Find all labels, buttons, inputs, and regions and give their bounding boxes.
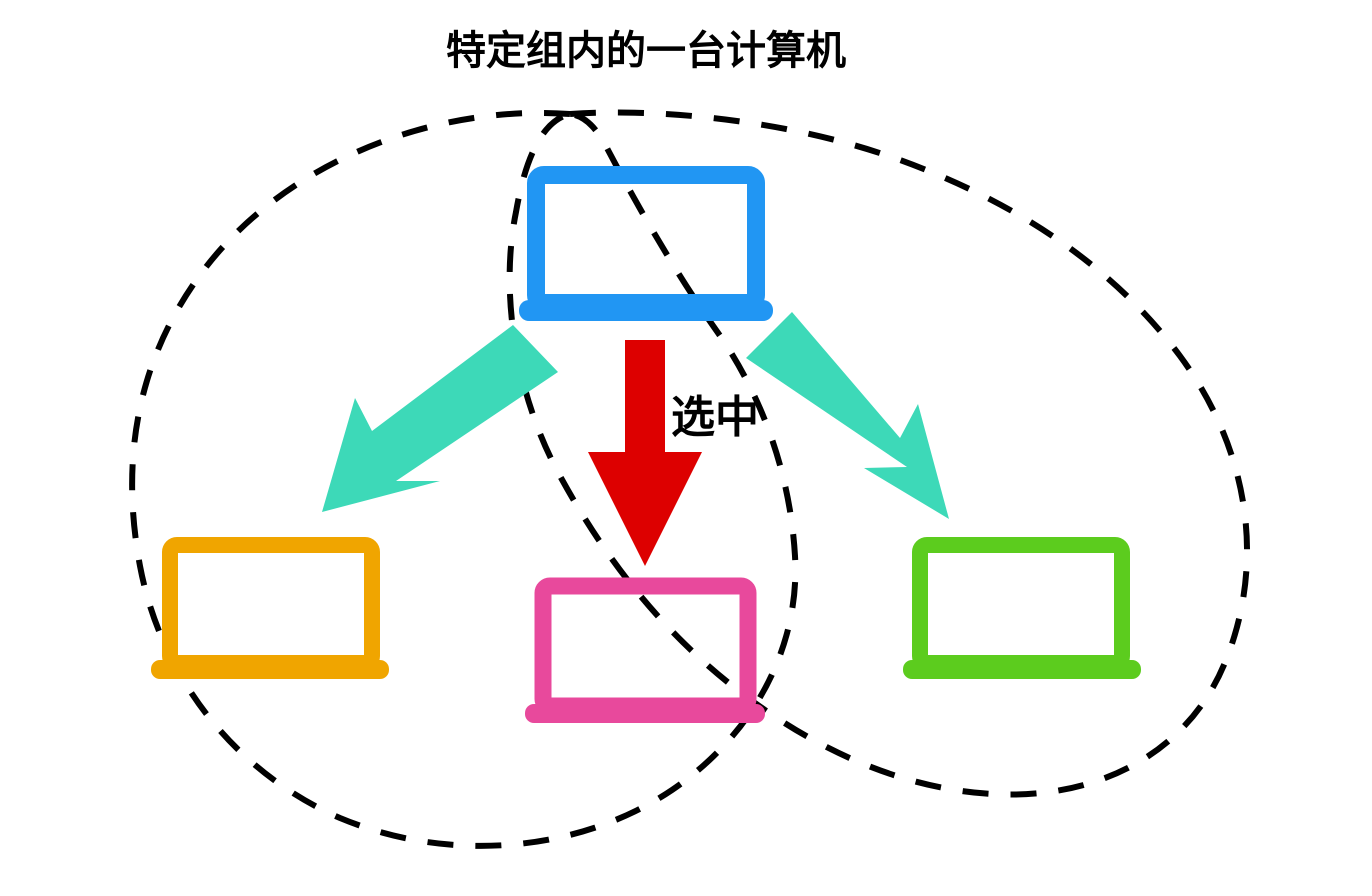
green-laptop-base (903, 660, 1141, 679)
blue-laptop-screen (527, 166, 765, 312)
selected-label: 选中 (671, 392, 759, 443)
blue-laptop[interactable] (519, 166, 773, 321)
orange-laptop-base (151, 660, 389, 679)
pink-laptop-base (525, 704, 765, 723)
group-outline-left (129, 110, 799, 849)
green-laptop[interactable] (903, 537, 1141, 679)
group-outline-right (506, 109, 1250, 798)
page-title: 特定组内的一台计算机 (446, 28, 846, 74)
arrow-blue-to-pink-selected (588, 340, 702, 566)
blue-laptop-base (519, 300, 773, 321)
orange-laptop[interactable] (151, 537, 389, 679)
pink-laptop[interactable] (525, 577, 765, 723)
arrow-blue-to-green (746, 312, 949, 519)
arrow-blue-to-orange (322, 325, 558, 512)
green-laptop-screen (912, 537, 1130, 671)
orange-laptop-screen (162, 537, 380, 671)
